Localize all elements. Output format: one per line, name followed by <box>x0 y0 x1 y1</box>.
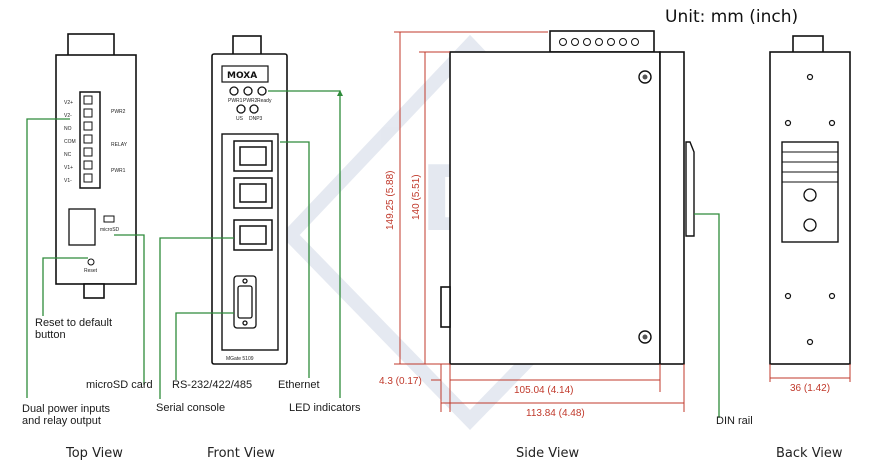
title-front-view: Front View <box>207 446 275 461</box>
leader-ethernet <box>280 141 310 378</box>
dim-width: 36 (1.42) <box>790 383 830 394</box>
unit-label: Unit: mm (inch) <box>665 7 798 27</box>
callout-din: DIN rail <box>716 415 753 427</box>
callout-reset-2: button <box>35 329 66 341</box>
term-v2plus: V2+ <box>64 100 73 106</box>
side-view-body <box>449 51 661 365</box>
back-screw-upper <box>803 188 817 202</box>
term-com: COM <box>64 139 76 145</box>
reset-marking: Reset <box>84 268 98 274</box>
term-no: NO <box>64 126 72 132</box>
front-top-clip <box>232 35 262 57</box>
title-top-view: Top View <box>65 446 123 461</box>
dim-depth-body: 105.04 (4.14) <box>514 385 574 396</box>
brand-plate <box>221 65 269 83</box>
model-marking: MGate 5109 <box>226 356 254 362</box>
terminal-screws <box>83 95 93 183</box>
term-v2minus: V2- <box>64 113 72 119</box>
microsd-slot <box>103 215 115 223</box>
dim-offset: 4.3 (0.17) <box>379 376 422 387</box>
callout-power: Dual power inputs <box>22 403 111 415</box>
top-connector-clip <box>67 33 115 57</box>
dim-height-total: 149.25 (5.88) <box>385 171 396 231</box>
side-front-tab <box>440 286 451 328</box>
db9-serial-port-icon <box>233 275 257 329</box>
microsd-slot-cover <box>68 208 96 246</box>
term-v1plus: V1+ <box>64 165 73 171</box>
title-back-view: Back View <box>776 446 843 461</box>
led-pwr2-label: PWR2 <box>243 98 258 104</box>
din-clip <box>685 141 695 237</box>
callout-microsd: microSD card <box>86 379 153 391</box>
leader-serial-console <box>159 237 234 399</box>
ethernet-port-icons <box>233 140 273 209</box>
microsd-marking: microSD <box>100 227 120 233</box>
top-bottom-tab <box>83 283 105 299</box>
term-group-pwr1: PWR1 <box>111 168 126 174</box>
reset-button-icon <box>87 258 95 266</box>
leader-rs232 <box>175 312 234 380</box>
leader-microsd <box>114 234 145 385</box>
side-view <box>440 30 695 365</box>
callout-power-2: and relay output <box>22 415 101 427</box>
led-ready-label: Ready <box>257 98 272 104</box>
side-dimension-lines <box>394 31 685 412</box>
back-dimension-lines <box>769 364 851 382</box>
led-dnp3-label: DNP3 <box>249 116 263 122</box>
dim-depth-total: 113.84 (4.48) <box>526 408 585 419</box>
leader-reset <box>42 257 88 316</box>
brand-logo: MOXA <box>227 71 257 81</box>
callout-rs232: RS-232/422/485 <box>172 379 252 391</box>
back-view <box>769 35 851 365</box>
term-group-relay: RELAY <box>111 142 128 148</box>
side-din-bracket <box>659 51 685 365</box>
leader-power <box>26 118 70 398</box>
term-v1minus: V1- <box>64 178 72 184</box>
term-group-pwr2: PWR2 <box>111 109 126 115</box>
led-arrow-icon <box>337 90 343 96</box>
led-icons <box>229 86 267 114</box>
side-terminal-screws <box>559 38 639 46</box>
callout-serial-console: Serial console <box>156 402 225 414</box>
top-view: V2+ V2- NO COM NC V1+ V1- PWR2 RELAY PWR… <box>55 33 137 299</box>
console-port-icon <box>233 219 273 251</box>
callout-ethernet: Ethernet <box>278 379 320 391</box>
callout-reset: Reset to default <box>35 317 112 329</box>
back-screw-lower <box>803 218 817 232</box>
dim-height-body: 140 (5.51) <box>411 174 422 220</box>
led-pwr1-label: PWR1 <box>228 98 243 104</box>
front-view: MOXA PWR1 PWR2 Ready US DNP3 MGate 5109 <box>211 35 288 365</box>
term-nc: NC <box>64 152 72 158</box>
leader-din <box>694 213 720 418</box>
title-side-view: Side View <box>516 446 579 461</box>
back-screw-holes <box>784 73 836 346</box>
callout-led: LED indicators <box>289 402 361 414</box>
led-us-label: US <box>236 116 244 122</box>
